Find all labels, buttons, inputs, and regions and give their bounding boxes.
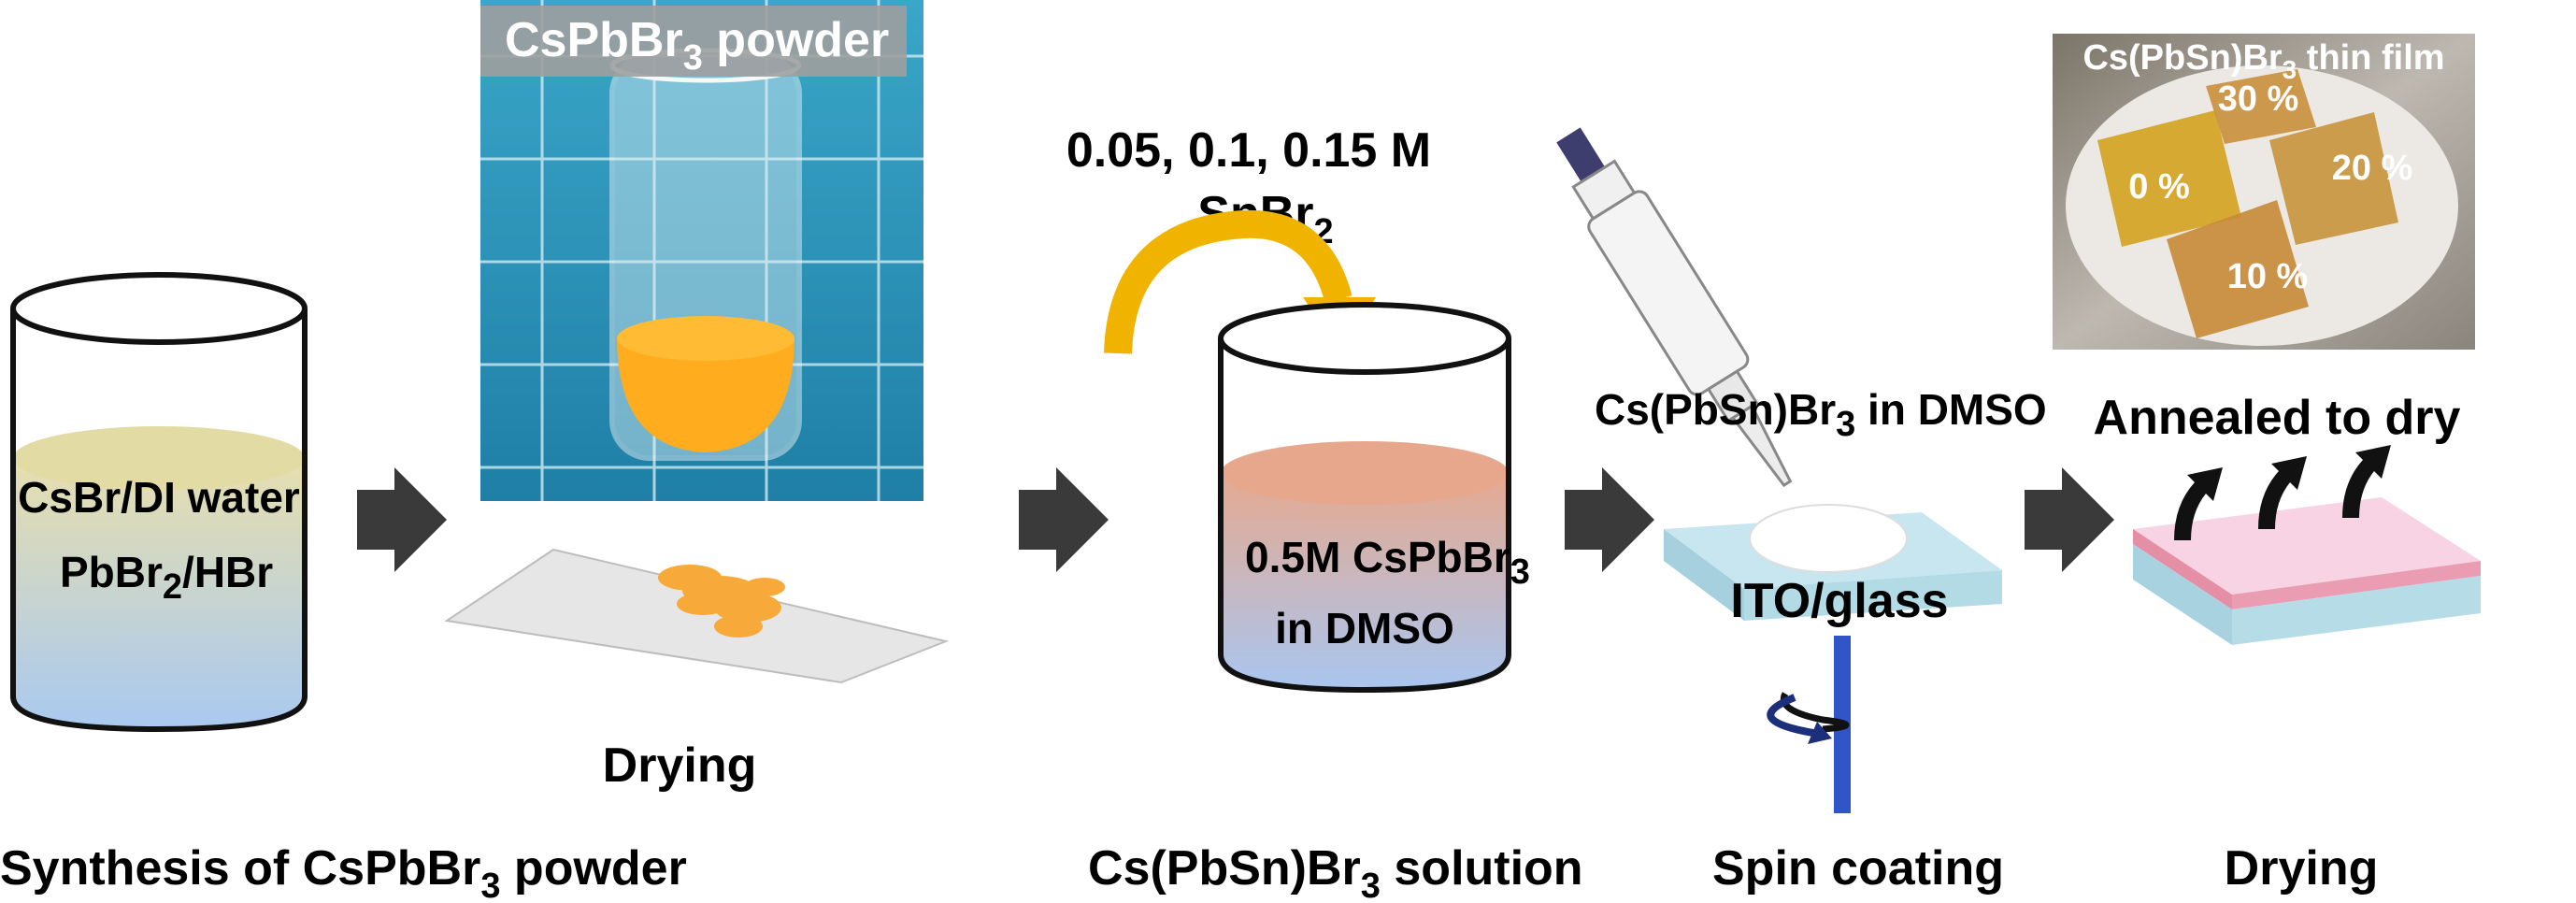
process-arrow <box>357 467 447 572</box>
anneal-stack <box>2133 445 2481 645</box>
beaker-2-label-1: 0.5M CsPbBr3 <box>1245 533 1530 592</box>
film-pct-20: 20 % <box>2332 149 2413 188</box>
film-pct-10: 10 % <box>2227 257 2309 296</box>
beaker-2-label-2: in DMSO <box>1275 604 1454 652</box>
film-pct-0: 0 % <box>2128 167 2189 207</box>
step3-title: Cs(PbSn)Br3 solution <box>1088 841 1583 903</box>
process-arrow <box>2025 467 2114 572</box>
film-photo-label: Cs(PbSn)Br3 thin film <box>2082 38 2444 84</box>
pipette <box>1556 127 1793 488</box>
step1-title: Synthesis of CsPbBr3 powder <box>0 841 687 903</box>
beaker-1-label-1: CsBr/DI water <box>18 473 300 522</box>
step4-title: Spin coating <box>1712 841 2004 896</box>
powder-photo-label: CsPbBr3 powder <box>505 13 889 78</box>
thin-film-photo: Cs(PbSn)Br3 thin film 30 % 0 % 20 % 10 % <box>2053 34 2475 350</box>
beaker-1: CsBr/DI water PbBr2/HBr <box>10 272 308 733</box>
powder-photo: CsPbBr3 powder <box>480 0 923 501</box>
drying-label-2: Drying <box>2225 841 2379 896</box>
spin-coater <box>1664 504 2002 813</box>
substrate-label: ITO/glass <box>1730 574 1948 628</box>
film-pct-30: 30 % <box>2218 79 2299 119</box>
annealed-label: Annealed to dry <box>2094 391 2461 445</box>
beaker-1-label-2: PbBr2/HBr <box>60 548 273 607</box>
process-arrow <box>1019 467 1109 572</box>
drying-tray <box>444 548 950 684</box>
process-arrow <box>1565 467 1654 572</box>
pipette-label: Cs(PbSn)Br3 in DMSO <box>1595 385 2047 444</box>
beaker-2: 0.5M CsPbBr3 in DMSO <box>1218 302 1530 694</box>
drying-label-1: Drying <box>603 738 757 793</box>
sn-concentration-label: 0.05, 0.1, 0.15 M <box>1066 123 1431 178</box>
